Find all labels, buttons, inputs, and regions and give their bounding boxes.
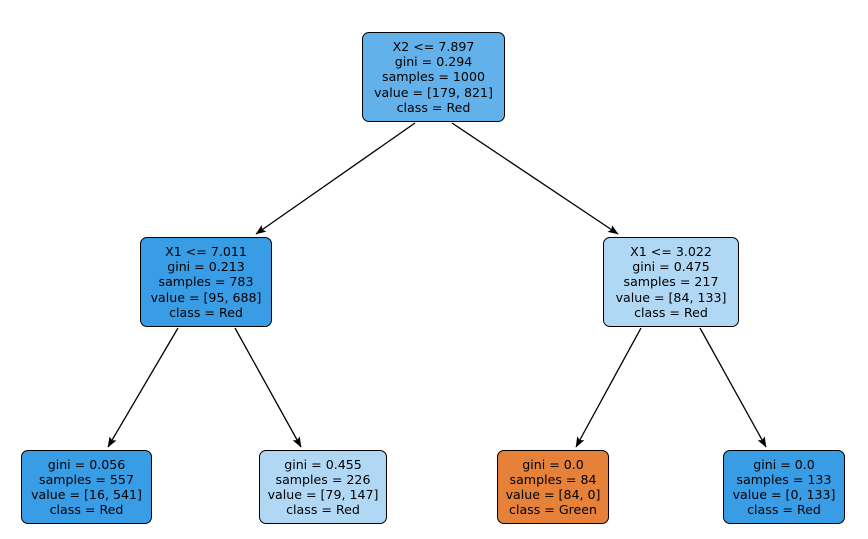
tree-node-right-line-2: samples = 217 (623, 274, 719, 290)
tree-node-left-line-3: value = [95, 688] (150, 289, 262, 305)
tree-edge-root-right (451, 122, 619, 235)
tree-node-leaf1-line-3: class = Red (49, 502, 124, 518)
tree-node-left-line-1: gini = 0.213 (167, 259, 245, 275)
tree-node-right-line-1: gini = 0.475 (632, 259, 710, 275)
tree-node-root-line-4: class = Red (396, 99, 471, 115)
tree-edge-right-leaf4 (699, 327, 767, 448)
tree-node-leaf4-line-3: class = Red (747, 502, 821, 518)
tree-node-leaf3-line-0: gini = 0.0 (522, 456, 584, 472)
tree-node-leaf1-line-0: gini = 0.056 (47, 456, 126, 472)
tree-node-right-line-3: value = [84, 133] (615, 289, 727, 305)
tree-node-root-line-3: value = [179, 821] (374, 84, 493, 100)
tree-node-root-line-0: X2 <= 7.897 (392, 39, 475, 55)
tree-node-left-line-0: X1 <= 7.011 (165, 244, 247, 260)
tree-node-leaf1-line-1: samples = 557 (39, 471, 134, 487)
tree-node-left-line-4: class = Red (169, 304, 243, 320)
tree-node-root-line-1: gini = 0.294 (394, 54, 473, 70)
tree-node-leaf4-line-2: value = [0, 133] (732, 487, 836, 502)
tree-node-leaf3-line-3: class = Green (509, 502, 597, 518)
tree-node-right-line-4: class = Red (634, 304, 708, 320)
tree-node-leaf3-line-2: value = [84, 0] (505, 487, 601, 502)
tree-node-leaf2-line-0: gini = 0.455 (284, 456, 362, 472)
tree-node-leaf2-line-2: value = [79, 147] (267, 487, 379, 502)
tree-node-leaf2-line-1: samples = 226 (275, 471, 371, 487)
tree-edge-root-left (255, 122, 416, 235)
tree-node-left-line-2: samples = 783 (158, 274, 254, 290)
tree-node-leaf4-line-0: gini = 0.0 (753, 456, 815, 472)
tree-node-root-line-2: samples = 1000 (382, 69, 485, 85)
tree-node-right-line-0: X1 <= 3.022 (630, 244, 712, 260)
tree-edge-left-leaf1 (107, 327, 179, 448)
tree-node-leaf3-line-1: samples = 84 (509, 471, 597, 487)
tree-edge-left-leaf2 (234, 327, 302, 448)
tree-node-leaf4-line-1: samples = 133 (736, 471, 832, 487)
tree-node-leaf2-line-3: class = Red (286, 502, 360, 518)
tree-edge-right-leaf3 (575, 327, 642, 448)
tree-node-leaf1-line-2: value = [16, 541] (31, 487, 142, 502)
